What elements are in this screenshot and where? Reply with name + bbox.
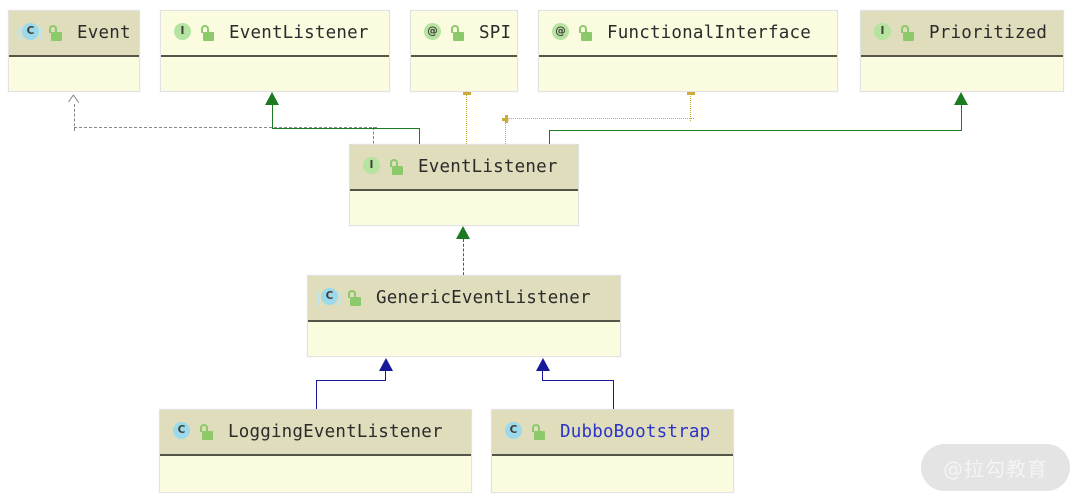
edge-realization-vert bbox=[463, 239, 464, 280]
class-members-compartment bbox=[411, 57, 517, 90]
abstract-class-icon: C bbox=[18, 22, 42, 44]
edge-annotation-functional-horz bbox=[505, 118, 694, 119]
edge-generalization-prioritized-vert-right bbox=[961, 105, 962, 131]
unlocked-padlock-icon bbox=[198, 423, 214, 441]
unlocked-padlock-icon bbox=[577, 24, 593, 42]
class-members-compartment bbox=[350, 191, 578, 224]
watermark: @拉勾教育 bbox=[921, 444, 1070, 491]
annotation-icon: @ bbox=[549, 22, 571, 44]
edge-annotation-functional-vert-left bbox=[505, 118, 506, 148]
class-node-header: I Prioritized bbox=[861, 11, 1063, 57]
class-name-label: EventListener bbox=[229, 23, 369, 43]
class-name-label: SPI bbox=[479, 23, 512, 43]
edge-dependency-event-horz bbox=[74, 127, 377, 128]
edge-inheritance-logging-horz bbox=[316, 380, 386, 381]
class-name-label: Event bbox=[77, 23, 131, 43]
edge-generalization-top-vert-right bbox=[419, 128, 420, 146]
class-node-logging-event-listener[interactable]: C LoggingEventListener bbox=[159, 409, 472, 493]
class-name-label: FunctionalInterface bbox=[607, 23, 811, 43]
class-node-header: I EventListener bbox=[161, 11, 389, 57]
edge-inheritance-dubbo-vert-up bbox=[542, 371, 543, 381]
class-node-event-listener-mid[interactable]: I EventListener bbox=[349, 144, 579, 226]
class-icon: C bbox=[502, 421, 524, 443]
unlocked-padlock-icon bbox=[899, 24, 915, 42]
unlocked-padlock-icon bbox=[449, 24, 465, 42]
class-name-label: GenericEventListener bbox=[376, 288, 591, 308]
edge-inheritance-logging-vert-up bbox=[385, 371, 386, 381]
class-node-header: I EventListener bbox=[350, 145, 578, 191]
class-node-header: C DubboBootstrap bbox=[492, 410, 733, 456]
edge-inheritance-dubbo-vert-down bbox=[613, 380, 614, 412]
class-node-functional-interface[interactable]: @ FunctionalInterface bbox=[538, 10, 838, 92]
class-members-compartment bbox=[160, 456, 471, 489]
class-node-prioritized[interactable]: I Prioritized bbox=[860, 10, 1064, 92]
class-name-label: EventListener bbox=[418, 157, 558, 177]
class-node-event-listener-top[interactable]: I EventListener bbox=[160, 10, 390, 92]
edge-generalization-top-arrowhead bbox=[265, 92, 279, 105]
class-members-compartment bbox=[492, 456, 733, 489]
unlocked-padlock-icon bbox=[47, 24, 63, 42]
class-name-label[interactable]: DubboBootstrap bbox=[560, 422, 711, 442]
edge-generalization-prioritized-vert-left bbox=[549, 130, 550, 146]
edge-generalization-prioritized-arrowhead bbox=[954, 92, 968, 105]
class-node-generic-event-listener[interactable]: C GenericEventListener bbox=[307, 275, 621, 357]
edge-generalization-top-vert-left bbox=[272, 105, 273, 129]
unlocked-padlock-icon bbox=[530, 423, 546, 441]
edge-annotation-functional-vert-right bbox=[690, 92, 691, 121]
edge-inheritance-logging-vert-down bbox=[316, 380, 317, 412]
class-node-event[interactable]: C Event bbox=[8, 10, 140, 92]
class-members-compartment bbox=[308, 322, 620, 355]
class-node-header: C Event bbox=[9, 11, 139, 57]
class-name-label: LoggingEventListener bbox=[228, 422, 443, 442]
class-node-header: C LoggingEventListener bbox=[160, 410, 471, 456]
abstract-class-icon: C bbox=[317, 287, 341, 309]
class-name-label: Prioritized bbox=[929, 23, 1048, 43]
edge-generalization-top-horz bbox=[272, 128, 420, 129]
edge-annotation-spi bbox=[466, 92, 467, 148]
annotation-icon: @ bbox=[421, 22, 443, 44]
edge-dependency-event-arrowhead bbox=[68, 95, 80, 107]
unlocked-padlock-icon bbox=[388, 158, 404, 176]
interface-icon: I bbox=[871, 22, 893, 44]
class-node-spi[interactable]: @ SPI bbox=[410, 10, 518, 92]
unlocked-padlock-icon bbox=[346, 289, 362, 307]
edge-inheritance-dubbo-horz bbox=[542, 380, 614, 381]
class-node-header: @ FunctionalInterface bbox=[539, 11, 837, 57]
interface-icon: I bbox=[360, 156, 382, 178]
edge-realization-arrowhead bbox=[456, 226, 470, 239]
class-node-dubbo-bootstrap[interactable]: C DubboBootstrap bbox=[491, 409, 734, 493]
class-node-header: C GenericEventListener bbox=[308, 276, 620, 322]
class-members-compartment bbox=[9, 57, 139, 90]
class-members-compartment bbox=[539, 57, 837, 90]
edge-inheritance-dubbo-arrowhead bbox=[536, 358, 550, 371]
edge-generalization-prioritized-horz bbox=[549, 130, 961, 131]
class-members-compartment bbox=[161, 57, 389, 90]
interface-icon: I bbox=[171, 22, 193, 44]
edge-dependency-event-vert-left bbox=[74, 104, 75, 131]
class-icon: C bbox=[170, 421, 192, 443]
class-node-header: @ SPI bbox=[411, 11, 517, 57]
class-members-compartment bbox=[861, 57, 1063, 90]
unlocked-padlock-icon bbox=[199, 24, 215, 42]
edge-inheritance-logging-arrowhead bbox=[379, 358, 393, 371]
